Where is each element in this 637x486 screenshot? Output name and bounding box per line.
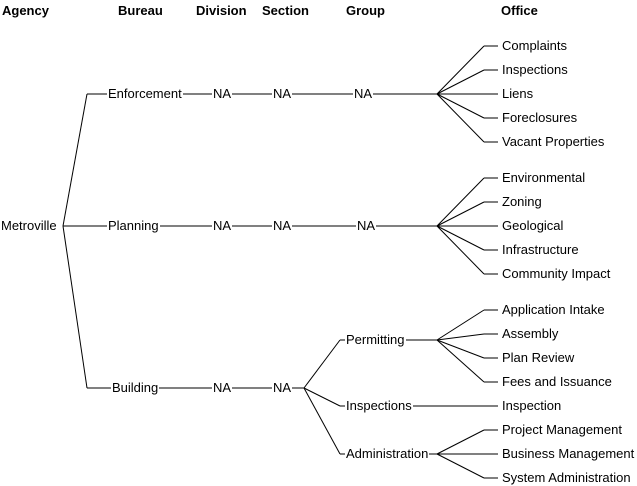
office-node: Inspection	[501, 398, 563, 414]
office-node: Community Impact	[501, 266, 612, 282]
header-agency: Agency	[2, 3, 49, 18]
connector-line	[436, 69, 485, 95]
office-node: Project Management	[501, 422, 623, 438]
connector-line	[436, 429, 485, 455]
section-node: NA	[272, 86, 293, 102]
group-node: NA	[353, 86, 374, 102]
connector-line	[303, 339, 341, 389]
section-node: NA	[272, 218, 293, 234]
connector-line	[436, 45, 485, 95]
office-node: Vacant Properties	[501, 134, 606, 150]
connector-line	[436, 453, 485, 479]
connector-line	[303, 387, 341, 455]
office-node: System Administration	[501, 470, 632, 486]
office-node: Environmental	[501, 170, 587, 186]
division-node: NA	[212, 86, 233, 102]
header-section: Section	[262, 3, 309, 18]
office-node: Fees and Issuance	[501, 374, 613, 390]
header-division: Division	[196, 3, 247, 18]
office-node: Geological	[501, 218, 565, 234]
bureau-node-enforcement: Enforcement	[107, 86, 183, 102]
group-node: NA	[356, 218, 377, 234]
connector-line	[436, 225, 485, 251]
connector-line	[436, 225, 485, 275]
connector-line	[436, 177, 485, 227]
connector-line	[436, 93, 485, 119]
group-node-inspections: Inspections	[345, 398, 413, 414]
office-node: Infrastructure	[501, 242, 580, 258]
office-node: Liens	[501, 86, 535, 102]
connector-line	[436, 339, 485, 359]
office-node: Application Intake	[501, 302, 606, 318]
office-node: Inspections	[501, 62, 569, 78]
office-node: Assembly	[501, 326, 560, 342]
header-group: Group	[346, 3, 385, 18]
connector-line	[436, 339, 485, 383]
office-node: Foreclosures	[501, 110, 579, 126]
connector-line	[436, 333, 485, 341]
connector-line	[303, 387, 341, 407]
section-node: NA	[272, 380, 293, 396]
connector-line	[62, 93, 88, 227]
group-node-permitting: Permitting	[345, 332, 406, 348]
agency-node: Metroville	[0, 218, 58, 234]
header-bureau: Bureau	[118, 3, 163, 18]
office-node: Business Management	[501, 446, 636, 462]
bureau-node-planning: Planning	[107, 218, 160, 234]
header-office: Office	[501, 3, 538, 18]
office-node: Zoning	[501, 194, 543, 210]
bureau-node-building: Building	[111, 380, 160, 396]
group-node-administration: Administration	[345, 446, 430, 462]
connector-line	[436, 93, 485, 143]
division-node: NA	[212, 380, 233, 396]
office-node: Complaints	[501, 38, 569, 54]
connector-line	[436, 309, 485, 341]
office-node: Plan Review	[501, 350, 576, 366]
connector-line	[436, 201, 485, 227]
connector-line	[62, 225, 88, 389]
division-node: NA	[212, 218, 233, 234]
